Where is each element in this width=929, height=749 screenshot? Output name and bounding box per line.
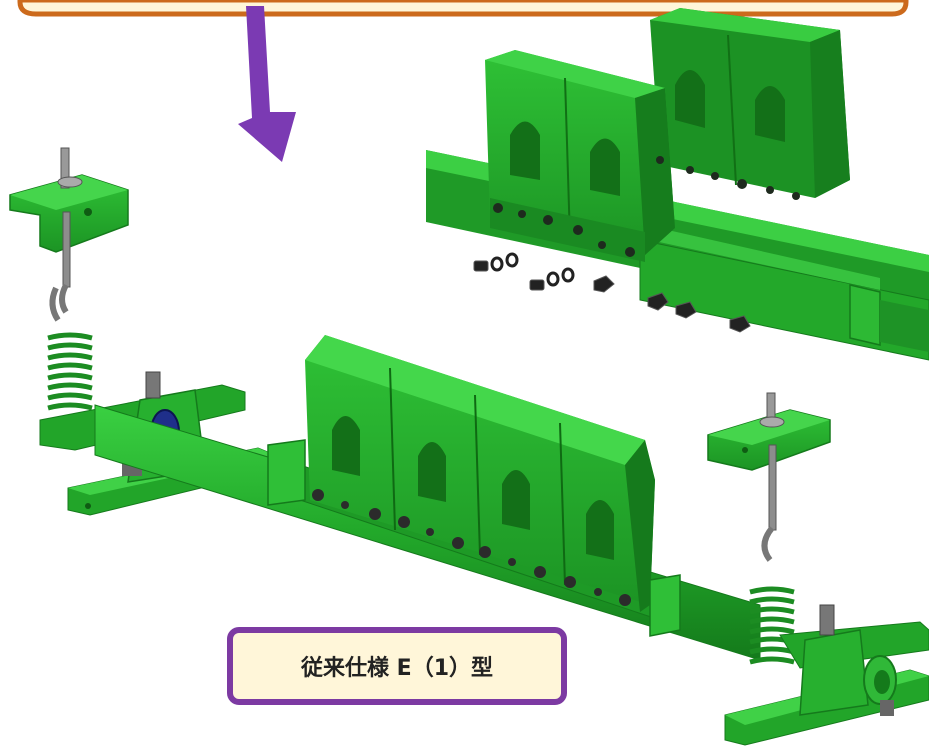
down-arrow-icon <box>225 6 296 162</box>
blade-slot <box>675 70 705 128</box>
blade-slot <box>586 500 614 560</box>
blade-slot <box>755 86 785 142</box>
exploded-cleaner-assembly <box>426 8 929 361</box>
blade-slot <box>332 416 360 476</box>
right-hanger-assembly <box>707 392 831 665</box>
model-label: 従来仕様 E（1）型 <box>227 627 567 705</box>
right-mount-base <box>724 604 929 746</box>
loose-bolts <box>473 252 751 333</box>
blade-slot <box>418 442 446 502</box>
blade-slot <box>502 470 530 530</box>
tension-spring <box>749 586 795 665</box>
blade-slot <box>590 138 620 196</box>
blade-slot <box>510 121 540 180</box>
main-blade-assembly <box>267 335 681 637</box>
top-banner <box>17 0 909 17</box>
tension-spring <box>47 332 93 411</box>
left-hanger-assembly <box>9 147 129 445</box>
